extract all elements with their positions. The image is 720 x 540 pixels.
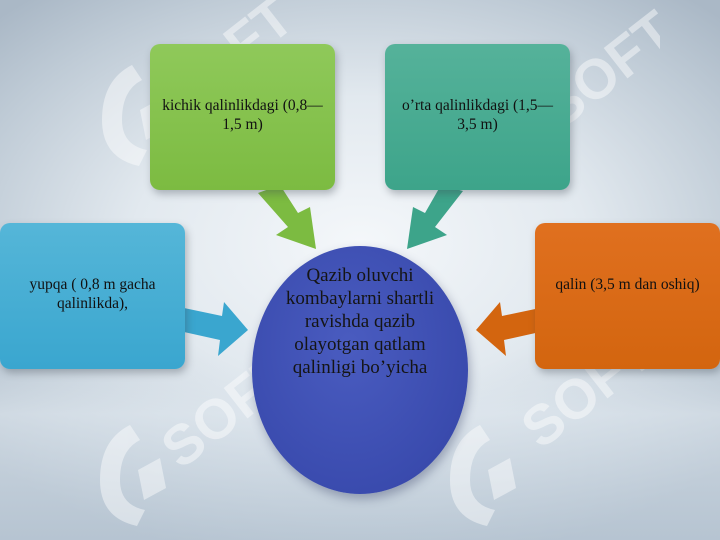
- category-label-thick: qalin (3,5 m dan oshiq): [555, 276, 700, 293]
- category-box-thick: qalin (3,5 m dan oshiq): [535, 223, 720, 369]
- category-box-medium: o’rta qalinlikdagi (1,5—3,5 m): [385, 44, 570, 190]
- category-label-medium: o’rta qalinlikdagi (1,5—3,5 m): [401, 97, 554, 133]
- category-label-very-thin: yupqa ( 0,8 m gacha qalinlikda),: [29, 276, 156, 312]
- center-text: Qazib oluvchi kombaylarni shartli ravish…: [285, 265, 435, 378]
- center-ellipse: Qazib oluvchi kombaylarni shartli ravish…: [252, 246, 468, 494]
- arrow-medium: [407, 185, 463, 249]
- arrow-vthin: [184, 302, 248, 356]
- category-label-thin: kichik qalinlikdagi (0,8—1,5 m): [162, 97, 323, 133]
- category-box-thin: kichik qalinlikdagi (0,8—1,5 m): [150, 44, 335, 190]
- arrow-thick: [476, 302, 540, 356]
- category-box-very-thin: yupqa ( 0,8 m gacha qalinlikda),: [0, 223, 185, 369]
- arrow-thin: [258, 185, 316, 249]
